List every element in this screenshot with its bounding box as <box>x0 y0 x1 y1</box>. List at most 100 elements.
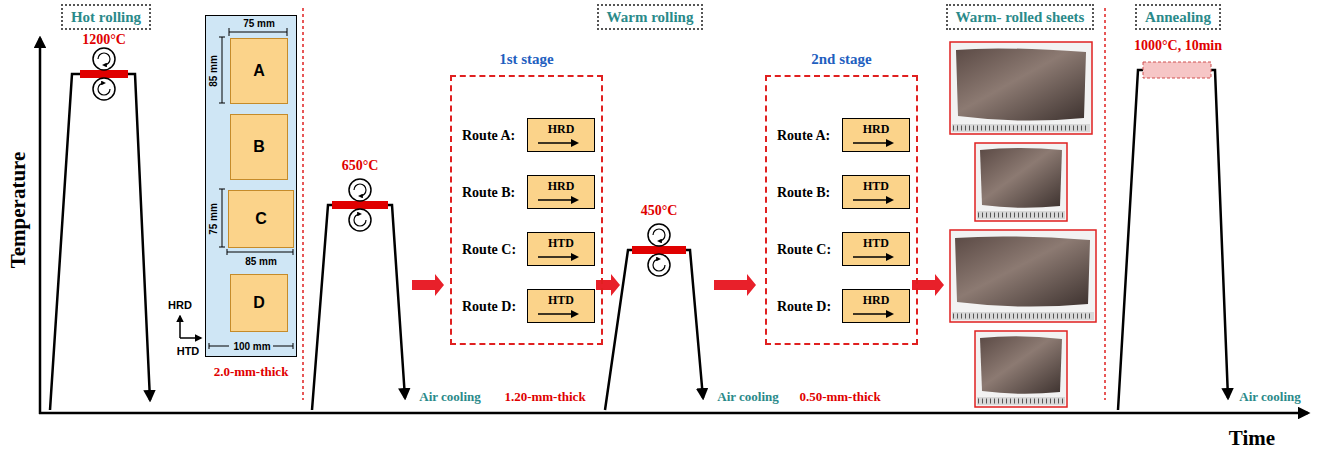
ruler-ticks <box>953 314 1093 319</box>
temperature-label: 450°C <box>641 203 678 219</box>
section-tag: Annealing <box>1135 4 1221 30</box>
dimension-line <box>229 28 287 36</box>
thickness-label: 0.50-mm-thick <box>799 390 880 405</box>
direction-box: HRD <box>842 118 910 152</box>
sheet-plate: 75 mm85 mm75 mm85 mm100 mmABCD <box>205 15 297 357</box>
arrow-shaft <box>538 199 572 201</box>
ruler <box>952 312 1094 320</box>
roll-rotation <box>653 259 665 271</box>
arrow-head <box>886 196 894 204</box>
dimension-line <box>219 37 225 103</box>
arrow-head <box>571 253 579 261</box>
direction-box: HTD <box>842 175 910 209</box>
arrow-shaft <box>853 256 887 258</box>
direction-label: HTD <box>843 176 909 193</box>
route-label: Route C: <box>462 241 516 258</box>
route-label: Route C: <box>777 241 831 258</box>
direction-label: HRD <box>843 119 909 136</box>
route-label: Route D: <box>777 298 831 315</box>
sample-letter: B <box>253 138 265 156</box>
roll-rotation <box>354 214 366 226</box>
arrow-head <box>571 310 579 318</box>
direction-box: HTD <box>842 232 910 266</box>
direction-box: HRD <box>527 175 595 209</box>
rolled-strip <box>632 246 686 254</box>
axis-title: Temperature <box>6 152 30 269</box>
arrow-shaft <box>853 313 887 315</box>
flow-arrow <box>714 274 756 296</box>
sample-letter: D <box>253 294 265 312</box>
arrow-head <box>886 139 894 147</box>
direction-label: HTD <box>177 345 200 358</box>
direction-label: HRD <box>843 290 909 307</box>
temperature-curve <box>605 250 703 410</box>
dimension-label: 75 mm <box>208 203 220 235</box>
arrow-shaft <box>538 256 572 258</box>
ruler-ticks <box>953 126 1089 131</box>
dimension-line <box>219 189 225 247</box>
direction-arrow <box>528 138 586 148</box>
sample-letter: A <box>253 62 265 80</box>
ruler <box>977 397 1065 405</box>
route-label: Route B: <box>462 184 515 201</box>
arrow-shaft <box>538 142 572 144</box>
section-tag: Hot rolling <box>61 4 151 30</box>
stage-title: 2nd stage <box>767 50 916 68</box>
direction-label: HRD <box>168 299 192 312</box>
arrow-shaft <box>538 313 572 315</box>
section-title: Annealing <box>1145 8 1211 26</box>
direction-arrow <box>179 316 181 338</box>
sheet-photo <box>955 236 1090 306</box>
arrow-head <box>571 139 579 147</box>
stage-box: 2nd stageRoute A:Route B:Route C:Route D… <box>765 75 918 345</box>
dimension-label: 85 mm <box>208 55 220 87</box>
thickness-label: 1.20-mm-thick <box>504 390 585 405</box>
annealing-zone <box>1143 62 1211 78</box>
temperature-label: 1200°C <box>82 32 126 48</box>
direction-arrow <box>843 138 901 148</box>
direction-arrow <box>180 337 201 339</box>
direction-arrow <box>843 195 901 205</box>
direction-arrow <box>528 195 586 205</box>
thickness-label: 2.0-mm-thick <box>214 365 289 380</box>
cooling-label: Air cooling <box>717 390 779 405</box>
flow-arrow <box>596 274 620 296</box>
sheet-photo <box>980 148 1062 208</box>
route-label: Route A: <box>462 127 515 144</box>
arrow-shaft <box>853 199 887 201</box>
temperature-curve <box>312 205 405 410</box>
rolled-strip <box>80 70 128 78</box>
direction-label: HTD <box>528 233 594 250</box>
dimension-label: 75 mm <box>243 18 275 30</box>
section-separator <box>1104 8 1106 400</box>
cooling-label: Air cooling <box>419 390 481 405</box>
roll-rotation <box>98 53 110 65</box>
direction-label: HTD <box>843 233 909 250</box>
sample-box: C <box>228 190 294 248</box>
direction-box: HTD <box>527 289 595 323</box>
photo-frame <box>975 331 1067 407</box>
roll <box>93 78 115 100</box>
dimension-line <box>227 249 293 255</box>
section-tag: Warm rolling <box>597 4 704 30</box>
sample-box: A <box>230 38 288 104</box>
direction-box: HRD <box>527 118 595 152</box>
ruler-ticks <box>978 399 1064 404</box>
route-label: Route A: <box>777 127 830 144</box>
sheet-photo <box>980 336 1062 394</box>
roll <box>349 179 371 201</box>
roll-rotation <box>354 184 366 196</box>
sample-box: B <box>230 114 288 180</box>
temperature-curve <box>1118 70 1228 410</box>
direction-box: HTD <box>527 232 595 266</box>
section-title: Hot rolling <box>71 8 141 26</box>
photo-frame <box>950 42 1092 134</box>
direction-box: HRD <box>842 289 910 323</box>
roll <box>648 224 670 246</box>
roll <box>93 48 115 70</box>
arrow-shaft <box>853 142 887 144</box>
section-tag: Warm- rolled sheets <box>946 4 1095 30</box>
section-title: Warm- rolled sheets <box>956 8 1085 26</box>
direction-label: HTD <box>528 290 594 307</box>
